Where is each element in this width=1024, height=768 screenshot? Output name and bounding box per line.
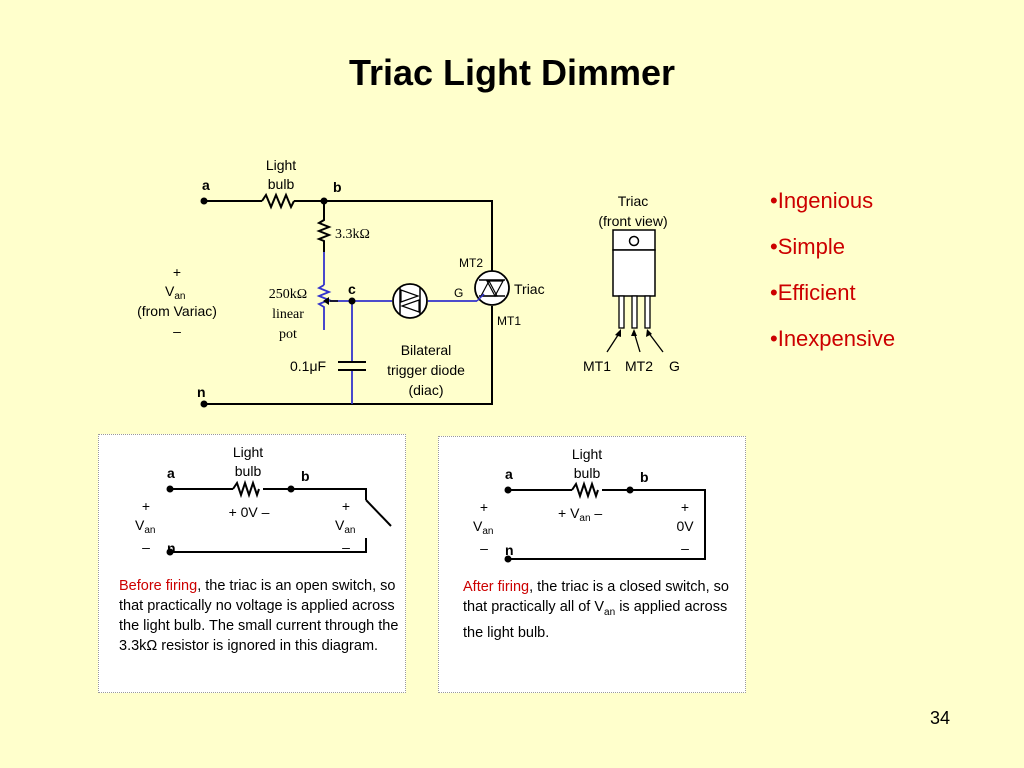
bullet-item: •Simple: [770, 234, 845, 259]
diac-label-1: Bilateral: [401, 342, 452, 358]
node-b-label: b: [333, 179, 342, 195]
package-pin-1: [618, 295, 625, 329]
before-node-b: b: [301, 468, 310, 484]
after-bulb-label-1: Light: [572, 446, 602, 462]
after-sw-minus: –: [681, 540, 689, 556]
after-node-n: n: [505, 542, 514, 558]
caption-text: , the triac is a closed switch, so that …: [463, 579, 729, 615]
package-hole: [628, 235, 640, 247]
after-firing-caption: After firing, the triac is a closed swit…: [463, 577, 738, 643]
after-bulb-voltage: + Van –: [558, 505, 602, 524]
package-pin-3: [644, 295, 651, 329]
blue-wires: [316, 252, 477, 404]
node-a-label: a: [202, 177, 210, 193]
mt2-label: MT2: [459, 256, 483, 270]
before-bulb-voltage: + 0V –: [229, 504, 270, 520]
caption-text: , the triac is an open switch, so that p…: [119, 578, 399, 654]
capacitor: [338, 361, 366, 371]
before-src-minus: –: [142, 539, 150, 555]
bullet-item: •Inexpensive: [770, 326, 896, 351]
package-title-2: (front view): [598, 213, 667, 229]
source-label: Van: [165, 283, 185, 302]
before-circuit: a b n Light bulb + 0V – + Van – + Van –: [135, 444, 392, 556]
caption-highlight: Before firing: [119, 578, 198, 594]
source-plus: +: [173, 264, 181, 280]
after-src-minus: –: [480, 540, 488, 556]
before-src-plus: +: [142, 498, 150, 514]
diac-symbol: [392, 283, 428, 319]
after-sw-plus: +: [681, 499, 689, 515]
pin-label-g: G: [669, 358, 680, 374]
mt1-label: MT1: [497, 314, 521, 328]
before-bulb-label-1: Light: [233, 444, 263, 460]
pot-label-1: 250kΩ: [269, 287, 307, 302]
after-src-plus: +: [480, 499, 488, 515]
node-n-dot: [200, 400, 208, 408]
node-c-label: c: [348, 281, 356, 297]
source-note: (from Variac): [137, 303, 217, 319]
cap-label: 0.1μF: [290, 358, 326, 374]
package-pin-2: [631, 295, 638, 329]
before-sw-label: Van: [335, 517, 355, 536]
before-firing-caption: Before firing, the triac is an open swit…: [119, 576, 399, 656]
resistor-zigzag: [316, 201, 332, 252]
top-wire: [204, 200, 493, 288]
before-node-a: a: [167, 465, 175, 481]
after-bulb-label-2: bulb: [574, 465, 601, 481]
before-sw-plus: +: [342, 498, 350, 514]
pot-label-2: linear: [272, 307, 304, 322]
bulb-label-2: bulb: [268, 176, 295, 192]
after-firing-panel: [438, 436, 746, 693]
before-node-n: n: [167, 540, 176, 556]
bullet-item: •Ingenious: [770, 188, 874, 213]
after-circuit: a b n Light bulb + Van – + Van – + 0V –: [473, 446, 706, 563]
pot-zigzag: [316, 284, 332, 330]
resistor-label: 3.3kΩ: [335, 227, 370, 242]
bulb-zigzag: [261, 192, 295, 210]
main-nodes: [200, 197, 356, 408]
before-src-label: Van: [135, 517, 155, 536]
pin-label-mt2: MT2: [625, 358, 653, 374]
open-switch-blade: [365, 499, 392, 527]
pot-label-3: pot: [279, 327, 297, 342]
triac-label: Triac: [514, 281, 545, 297]
pin-label-mt1: MT1: [583, 358, 611, 374]
bullet-item: •Efficient: [770, 280, 856, 305]
main-labels: a b c n Light bulb 3.3kΩ 250kΩ linear po…: [137, 157, 545, 400]
after-src-label: Van: [473, 518, 493, 537]
triac-package: Triac (front view) MT1 MT2 G: [583, 193, 680, 374]
node-b-dot: [320, 197, 328, 205]
bulb-label-1: Light: [266, 157, 296, 173]
caption-highlight: After firing: [463, 579, 530, 595]
caption-subscript: an: [604, 606, 616, 618]
package-title-1: Triac: [618, 193, 649, 209]
g-label: G: [454, 286, 463, 300]
slide-title: Triac Light Dimmer: [348, 52, 676, 93]
node-a-dot: [200, 197, 208, 205]
bottom-wire: [204, 306, 493, 405]
diac-label-3: (diac): [408, 382, 443, 398]
pot-wiper-arrow: [323, 297, 338, 305]
after-node-a: a: [505, 466, 513, 482]
diac-label-2: trigger diode: [387, 362, 465, 378]
feature-bullets: •Ingenious •Simple •Efficient •Inexpensi…: [770, 186, 895, 370]
source-minus: –: [173, 323, 181, 339]
before-bulb-label-2: bulb: [235, 463, 262, 479]
node-c-dot: [348, 297, 356, 305]
before-firing-panel: [98, 434, 406, 693]
main-circuit: [204, 192, 493, 405]
after-node-b: b: [640, 469, 649, 485]
before-sw-minus: –: [342, 539, 350, 555]
node-n-label: n: [197, 384, 206, 400]
caption-text: is applied across the light bulb.: [463, 599, 728, 641]
package-body: [612, 249, 656, 297]
page-number: 34: [930, 708, 951, 728]
triac-symbol: [474, 270, 510, 306]
after-sw-value: 0V: [676, 518, 694, 534]
